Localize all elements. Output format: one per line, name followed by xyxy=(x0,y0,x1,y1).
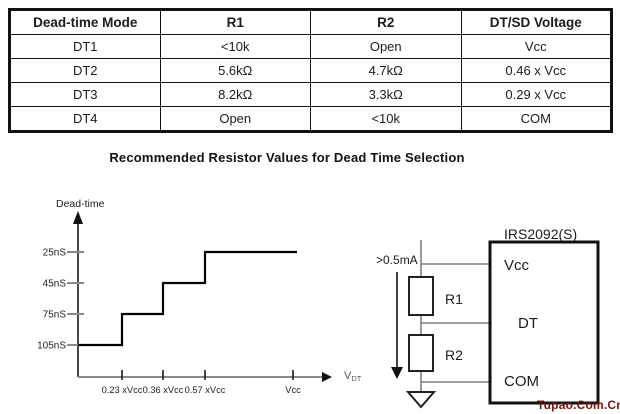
table-row: DT3 8.2kΩ 3.3kΩ 0.29 x Vcc xyxy=(9,82,612,107)
table-row: DT1 <10k Open Vcc xyxy=(9,34,612,59)
x-axis-label-subscript: DT xyxy=(351,374,362,383)
y-tick-label: 75nS xyxy=(43,310,67,321)
figure-caption: Recommended Resistor Values for Dead Tim… xyxy=(109,150,465,165)
resistor-r1-label: R1 xyxy=(445,291,463,307)
current-value-label: >0.5mA xyxy=(376,253,418,267)
table-cell: 8.2kΩ xyxy=(159,82,311,107)
table-cell: Vcc xyxy=(460,34,612,59)
table-cell: 5.6kΩ xyxy=(159,58,311,83)
table-row: DT2 5.6kΩ 4.7kΩ 0.46 x Vcc xyxy=(9,58,612,83)
table-header-row: Dead-time Mode R1 R2 DT/SD Voltage xyxy=(9,9,612,35)
table-row: DT4 Open <10k COM xyxy=(9,106,612,132)
chart-y-axis-label: Dead-time xyxy=(56,198,105,210)
chart-x-axis-label: VDT xyxy=(344,370,361,383)
x-tick-label: 0.23 xVcc xyxy=(102,385,143,395)
ic-part-number: IRS2092(S) xyxy=(504,226,578,242)
col-header-r1: R1 xyxy=(159,9,311,35)
table-cell: DT3 xyxy=(9,82,161,107)
dead-time-step-line xyxy=(78,250,297,347)
current-arrow-head-icon xyxy=(391,367,403,379)
table-cell: 0.29 x Vcc xyxy=(460,82,612,107)
circuit-canvas xyxy=(391,240,600,409)
resistor-divider-circuit: IRS2092(S) Vcc DT COM R1 R2 >0.5mA xyxy=(370,215,620,414)
y-tick-label: 105nS xyxy=(37,341,66,352)
col-header-r2: R2 xyxy=(310,9,462,35)
ground-symbol-icon xyxy=(405,391,437,409)
table-cell: DT2 xyxy=(9,58,161,83)
table-cell: 3.3kΩ xyxy=(310,82,462,107)
dead-time-mode-table: Dead-time Mode R1 R2 DT/SD Voltage DT1 <… xyxy=(8,8,613,133)
x-axis-arrow-icon xyxy=(322,372,332,382)
pin-label-dt: DT xyxy=(518,315,538,332)
table-cell: Open xyxy=(159,106,311,132)
x-axis-label-main: V xyxy=(344,370,352,382)
table-cell: DT1 xyxy=(9,34,161,59)
site-watermark: Tupao.Com.Cn xyxy=(537,398,620,412)
resistor-r2-symbol xyxy=(408,334,434,372)
pin-label-com: COM xyxy=(504,373,539,390)
table-cell: <10k xyxy=(159,34,311,59)
table-cell: Open xyxy=(310,34,462,59)
resistor-r2-label: R2 xyxy=(445,347,463,363)
y-axis-arrow-icon xyxy=(73,211,83,224)
table-cell: 0.46 x Vcc xyxy=(460,58,612,83)
x-tick-label: Vcc xyxy=(285,385,301,395)
table-cell: COM xyxy=(460,106,612,132)
x-tick-label: 0.36 xVcc xyxy=(143,385,184,395)
y-tick-label: 25nS xyxy=(43,248,67,259)
pin-label-vcc: Vcc xyxy=(504,257,530,274)
ic-body-outline xyxy=(488,240,600,405)
table-cell: 4.7kΩ xyxy=(310,58,462,83)
y-tick-label: 45nS xyxy=(43,279,67,290)
resistor-r1-symbol xyxy=(408,276,434,316)
col-header-dtsd-voltage: DT/SD Voltage xyxy=(460,9,612,35)
table-cell: DT4 xyxy=(9,106,161,132)
x-tick-label: 0.57 xVcc xyxy=(185,385,226,395)
col-header-dead-time-mode: Dead-time Mode xyxy=(9,9,161,35)
table-cell: <10k xyxy=(310,106,462,132)
